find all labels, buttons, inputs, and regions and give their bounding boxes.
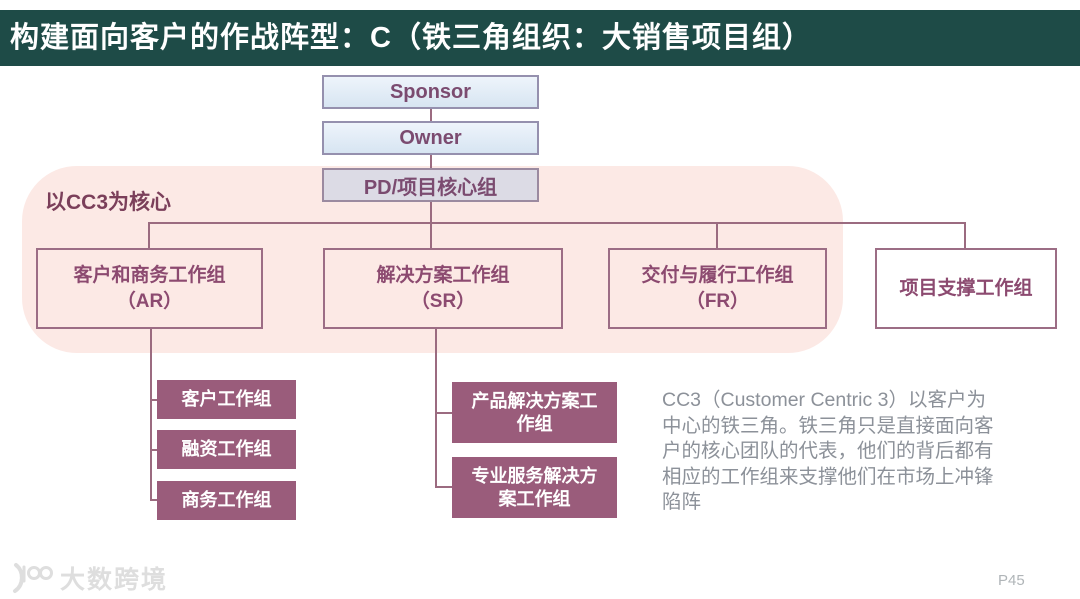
connector-line <box>435 329 437 488</box>
dashu-logo-icon <box>13 563 53 593</box>
cc3-core-label: 以CC3为核心 <box>45 191 172 214</box>
ar-workgroup-box: 客户和商务工作组 （AR） <box>36 248 263 329</box>
cc3-note-line: CC3（Customer Centric 3）以客户为 <box>662 389 986 411</box>
connector-line <box>150 399 157 401</box>
product-solution-line2: 作组 <box>516 413 553 434</box>
product-solution-line1: 产品解决方案工 <box>471 390 598 411</box>
fr-workgroup-code: （FR） <box>685 290 750 312</box>
pd-core-box: PD/项目核心组 <box>322 168 539 202</box>
connector-line <box>964 222 966 248</box>
commerce-workgroup-label: 商务工作组 <box>181 490 272 510</box>
support-workgroup-box: 项目支撑工作组 <box>875 248 1057 329</box>
watermark-logo-text: 大数跨境 <box>60 566 169 594</box>
page-number: P45 <box>998 572 1025 589</box>
connector-line <box>430 109 432 121</box>
cc3-note: CC3（Customer Centric 3）以客户为 中心的铁三角。铁三角只是… <box>662 388 1062 516</box>
support-workgroup-name: 项目支撑工作组 <box>899 277 1033 299</box>
customer-workgroup-label: 客户工作组 <box>181 389 272 409</box>
product-solution-workgroup-box: 产品解决方案工 作组 <box>452 382 617 443</box>
connector-line <box>148 222 966 224</box>
cc3-note-line: 相应的工作组来支撑他们在市场上冲锋 <box>662 465 994 488</box>
sr-workgroup-code: （SR） <box>410 290 476 312</box>
sr-workgroup-box: 解决方案工作组 （SR） <box>323 248 563 329</box>
cc3-note-line: 中心的铁三角。铁三角只是直接面向客 <box>662 414 994 437</box>
connector-line <box>148 222 150 248</box>
sr-workgroup-name: 解决方案工作组 <box>376 264 510 286</box>
commerce-workgroup-box: 商务工作组 <box>157 481 296 520</box>
slide-title: 构建面向客户的作战阵型：C（铁三角组织：大销售项目组） <box>0 10 1080 66</box>
connector-line <box>716 222 718 248</box>
fr-workgroup-box: 交付与履行工作组 （FR） <box>608 248 827 329</box>
ar-workgroup-name: 客户和商务工作组 <box>73 264 226 286</box>
owner-box: Owner <box>322 121 539 155</box>
connector-line <box>150 329 152 501</box>
cc3-note-line: 户的核心团队的代表，他们的背后都有 <box>662 440 994 462</box>
connector-line <box>430 202 432 248</box>
connector-line <box>430 155 432 168</box>
service-solution-line1: 专业服务解决方 <box>471 465 598 486</box>
connector-line <box>435 412 452 414</box>
connector-line <box>435 486 452 488</box>
watermark-logo: 大数跨境 <box>10 560 168 596</box>
connector-line <box>150 449 157 451</box>
service-solution-line2: 案工作组 <box>498 488 571 509</box>
sponsor-box: Sponsor <box>322 75 539 109</box>
ar-workgroup-code: （AR） <box>116 290 183 312</box>
fr-workgroup-name: 交付与履行工作组 <box>641 264 794 286</box>
cc3-note-line: 陷阵 <box>662 491 702 513</box>
service-solution-workgroup-box: 专业服务解决方 案工作组 <box>452 457 617 518</box>
financing-workgroup-label: 融资工作组 <box>181 439 272 459</box>
financing-workgroup-box: 融资工作组 <box>157 430 296 469</box>
customer-workgroup-box: 客户工作组 <box>157 380 296 419</box>
connector-line <box>150 499 157 501</box>
